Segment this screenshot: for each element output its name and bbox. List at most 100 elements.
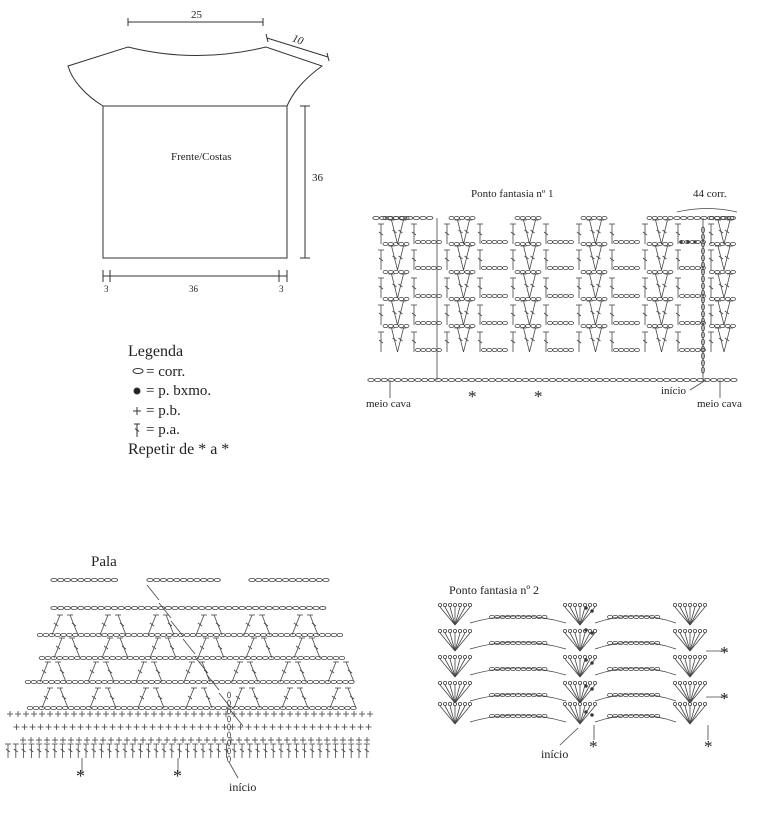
chain-stitch bbox=[277, 633, 285, 638]
double-crochet-stitch bbox=[724, 229, 730, 234]
chain-stitch bbox=[109, 706, 116, 711]
fan-stitch-top bbox=[588, 681, 593, 686]
chain-arch bbox=[469, 667, 567, 676]
fan-stitch bbox=[439, 684, 456, 704]
fan-stitch-top bbox=[583, 702, 588, 707]
chain-stitch bbox=[227, 747, 231, 755]
double-crochet-stitch bbox=[477, 257, 483, 262]
double-crochet-stitch bbox=[718, 229, 724, 234]
chain-stitch bbox=[491, 265, 498, 270]
chain-stitch bbox=[107, 680, 114, 685]
chain-stitch bbox=[730, 377, 738, 382]
fan-stitch bbox=[444, 606, 456, 626]
fan-stitch-top bbox=[583, 681, 588, 686]
chain-stitch bbox=[552, 320, 559, 325]
double-crochet-stitch bbox=[233, 669, 239, 674]
chain-stitch bbox=[589, 377, 597, 382]
chain-stitch bbox=[651, 215, 658, 220]
chain-stitch bbox=[502, 239, 508, 244]
chain-stitch bbox=[582, 377, 590, 382]
double-crochet-stitch bbox=[662, 283, 667, 288]
double-crochet-stitch bbox=[41, 669, 47, 674]
chain-stitch bbox=[179, 706, 187, 711]
chain-stitch bbox=[701, 261, 705, 269]
chain-stitch bbox=[541, 714, 548, 719]
fan-stitch bbox=[569, 632, 581, 652]
double-crochet-stitch bbox=[299, 669, 305, 674]
chain-stitch bbox=[415, 265, 421, 270]
chain-stitch bbox=[448, 377, 456, 382]
fan-stitch-top bbox=[573, 681, 578, 686]
fan-stitch bbox=[439, 632, 456, 652]
fan-stitch-top bbox=[442, 702, 447, 707]
chain-stitch bbox=[701, 226, 705, 234]
chain-stitch bbox=[694, 320, 701, 325]
chain-stitch bbox=[628, 265, 635, 270]
double-crochet-stitch bbox=[398, 255, 403, 260]
chain-stitch bbox=[101, 680, 108, 685]
chain-stitch bbox=[667, 323, 674, 328]
chain-stitch bbox=[662, 241, 669, 246]
chain-stitch bbox=[318, 680, 326, 685]
chain-stitch bbox=[97, 578, 105, 583]
double-crochet-stitch bbox=[596, 310, 601, 315]
fan-stitch bbox=[564, 658, 581, 678]
fan-stitch-top bbox=[678, 655, 683, 660]
chain-stitch bbox=[342, 680, 349, 685]
chain-stitch bbox=[542, 377, 550, 382]
fan-stitch-top bbox=[442, 603, 447, 608]
chain-stitch bbox=[338, 656, 346, 661]
double-crochet-stitch bbox=[239, 748, 245, 753]
double-crochet-stitch bbox=[103, 645, 109, 650]
chain-stitch bbox=[420, 347, 427, 352]
chain-stitch bbox=[430, 347, 437, 352]
chain-stitch bbox=[426, 215, 434, 220]
double-crochet-stitch bbox=[590, 337, 595, 342]
double-crochet-stitch bbox=[444, 285, 450, 290]
chain-stitch bbox=[30, 680, 38, 685]
chain-stitch bbox=[314, 706, 322, 711]
double-crochet-stitch bbox=[36, 748, 42, 753]
chain-stitch bbox=[213, 578, 221, 583]
double-crochet-stitch bbox=[43, 695, 49, 700]
double-crochet-stitch bbox=[283, 695, 289, 700]
chain-stitch bbox=[319, 633, 326, 638]
fan-stitch bbox=[579, 632, 596, 652]
double-crochet-stitch bbox=[675, 257, 681, 262]
fan-stitch bbox=[579, 658, 586, 678]
chain-stitch bbox=[283, 680, 290, 685]
chain-stitch bbox=[649, 377, 657, 382]
double-crochet-stitch bbox=[122, 748, 128, 753]
chain-stitch bbox=[126, 656, 134, 661]
double-crochet-stitch bbox=[378, 231, 384, 236]
chain-stitch bbox=[596, 296, 603, 301]
chain-stitch bbox=[213, 633, 220, 638]
chain-stitch bbox=[110, 606, 119, 611]
double-crochet-stitch bbox=[341, 748, 346, 753]
double-crochet-stitch bbox=[458, 337, 463, 342]
chain-stitch bbox=[628, 239, 635, 244]
fan-stitch-top bbox=[573, 655, 578, 660]
chain-stitch bbox=[541, 641, 548, 646]
chain-stitch bbox=[117, 606, 125, 611]
chain-stitch bbox=[575, 377, 583, 382]
chain-stitch bbox=[330, 633, 338, 638]
chain-stitch bbox=[557, 265, 564, 270]
double-crochet-stitch bbox=[524, 337, 529, 342]
chain-stitch bbox=[89, 680, 96, 685]
chart2-repeat-mark: * bbox=[704, 737, 713, 756]
double-crochet-stitch bbox=[309, 748, 315, 753]
double-crochet-stitch bbox=[130, 748, 136, 753]
slip-stitch-icon bbox=[133, 387, 141, 395]
chain-stitch bbox=[260, 680, 267, 685]
chain-stitch bbox=[453, 269, 460, 274]
fan-stitch bbox=[564, 684, 581, 704]
chain-stitch bbox=[382, 241, 389, 246]
chain-stitch bbox=[709, 241, 715, 246]
fan-stitch-top bbox=[583, 655, 588, 660]
chain-stitch bbox=[459, 215, 465, 220]
chain-stitch bbox=[657, 296, 663, 301]
chain-stitch bbox=[515, 377, 523, 382]
double-crochet-stitch bbox=[590, 283, 595, 288]
chain-stitch bbox=[701, 275, 705, 283]
